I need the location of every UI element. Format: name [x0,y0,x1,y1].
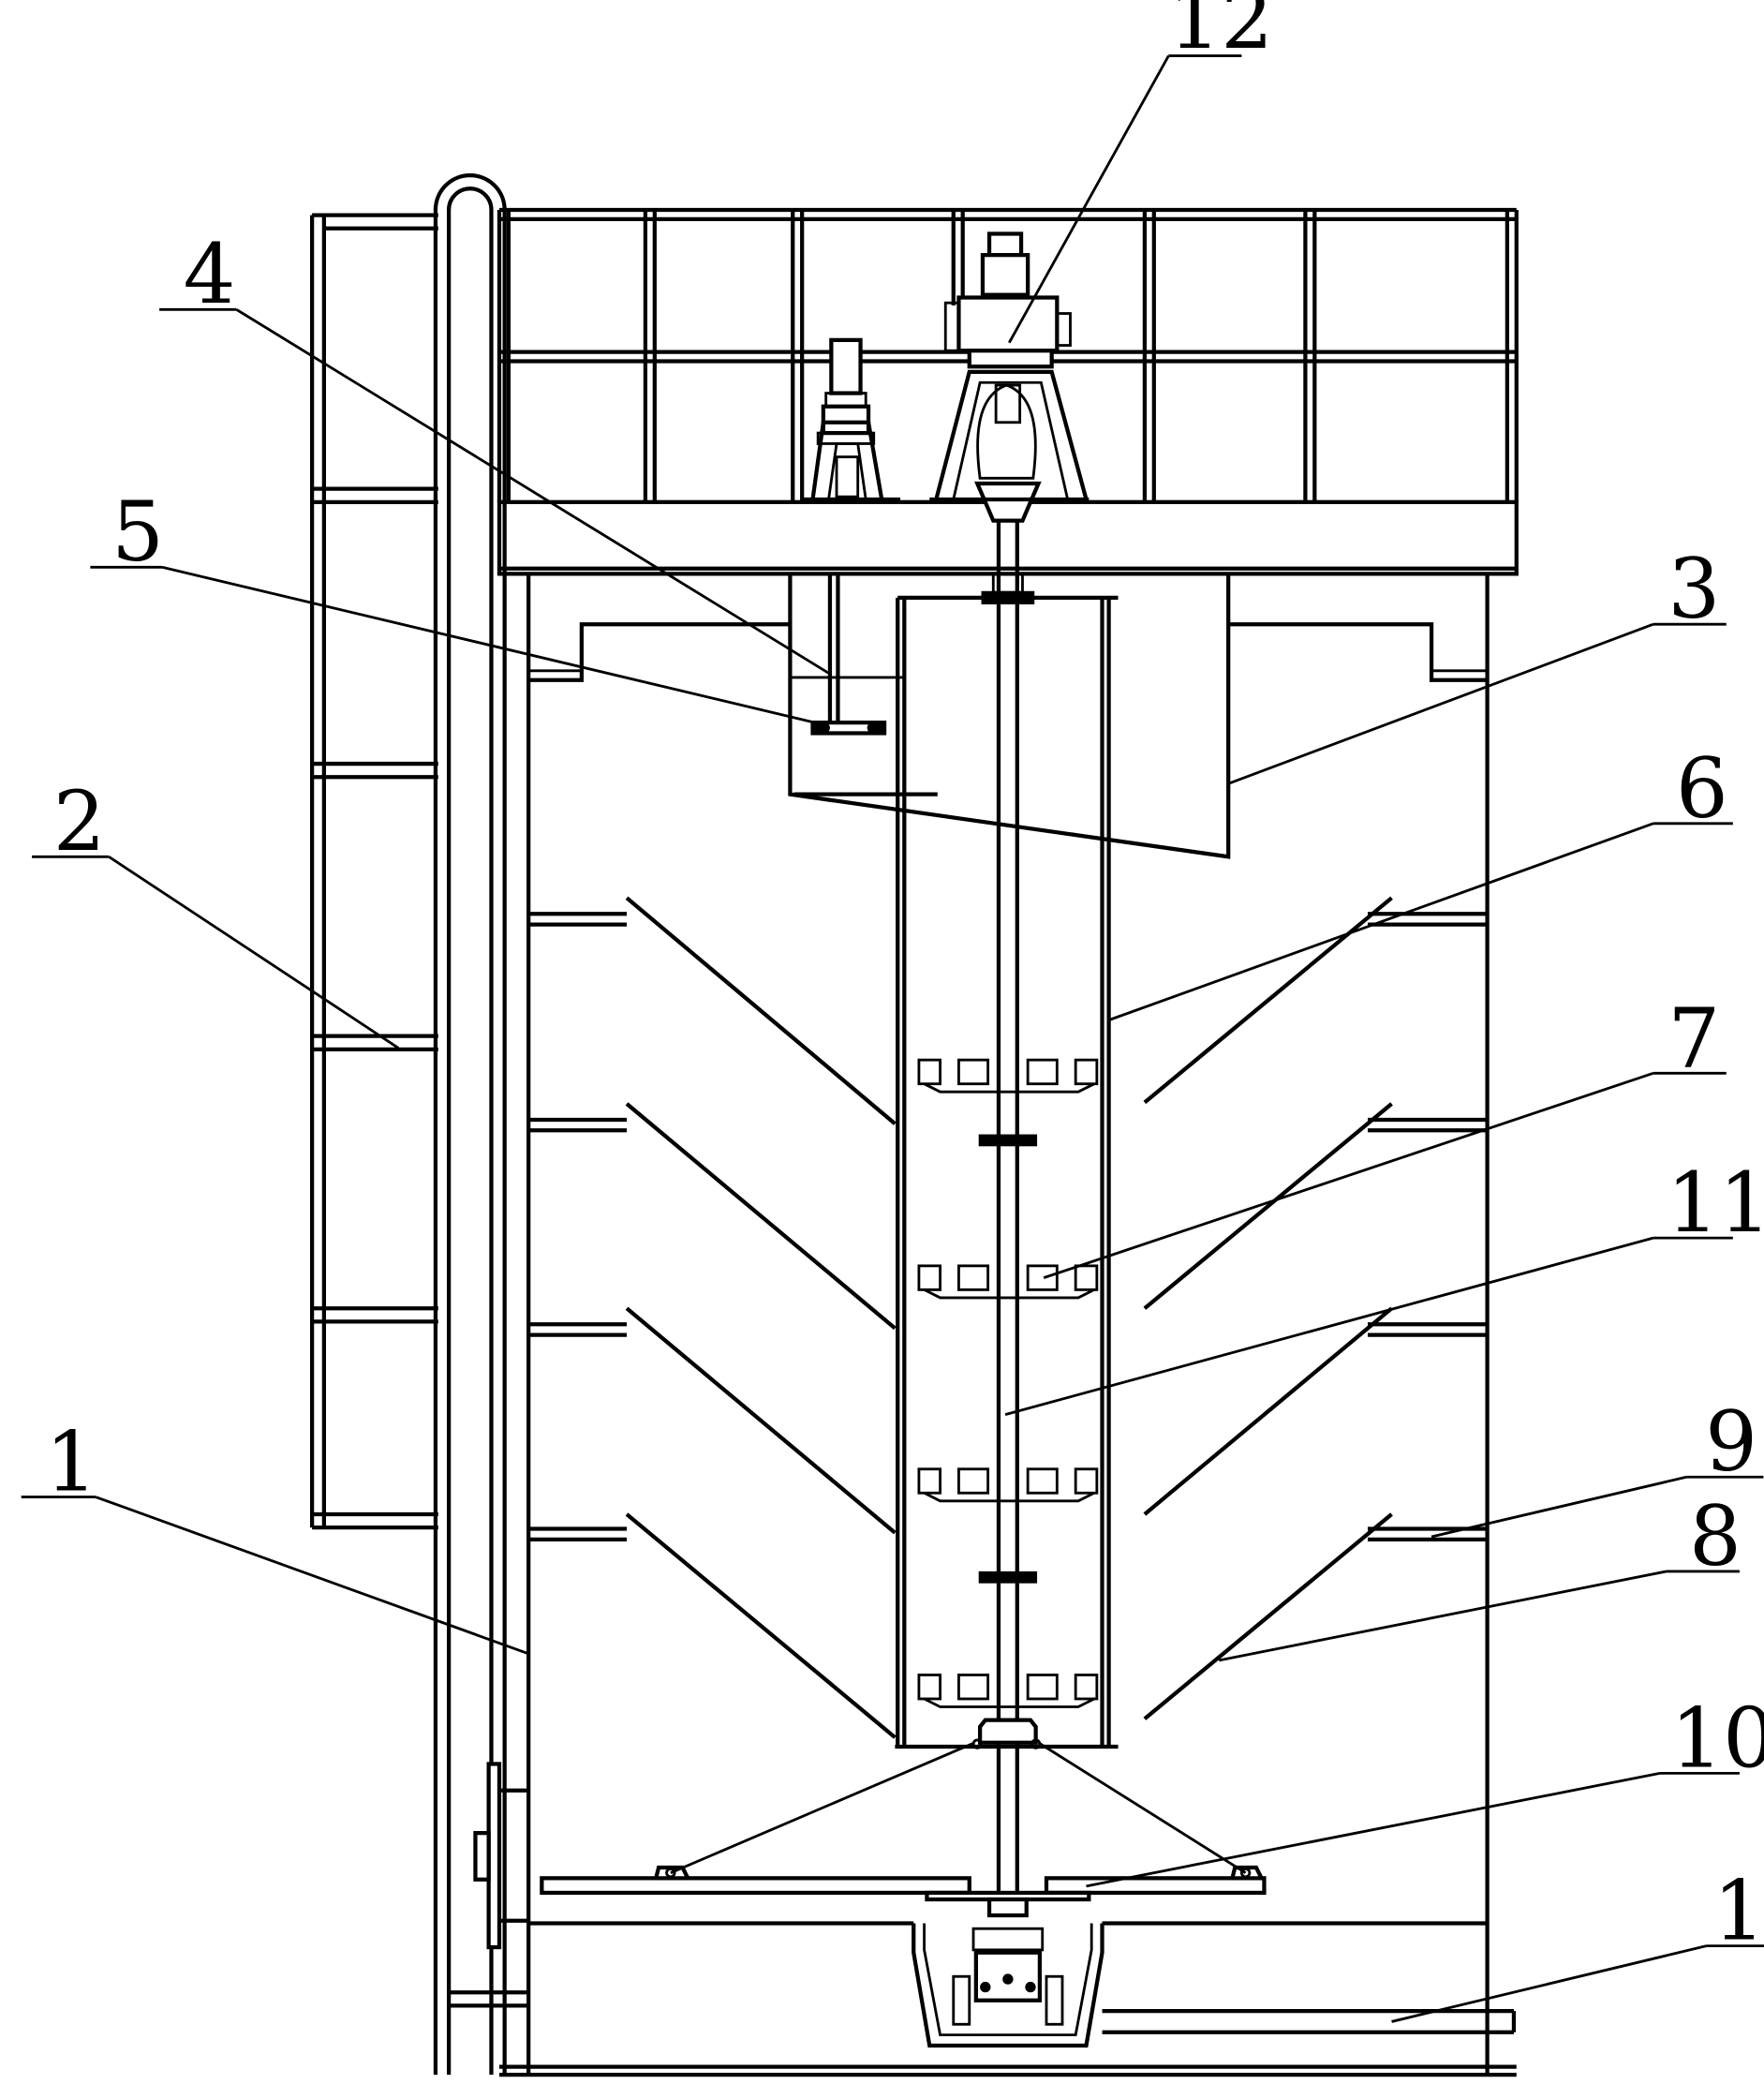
label-3: 3 [1668,541,1720,637]
label-10: 10 [1670,1690,1764,1786]
tank-body [498,573,1517,2077]
stirring-paddles [917,1058,1099,1708]
small-mixer [802,337,901,736]
label-7: 7 [1668,990,1720,1086]
inlet-flange [473,1762,529,1950]
flocculation-chamber [788,573,1231,859]
main-drive [929,231,1090,523]
leader-lines [21,54,1764,2023]
bottom-sump [912,1923,1104,2048]
central-drum [895,595,1119,1749]
label-8: 8 [1689,1488,1742,1585]
inlet-pipe [433,173,529,2076]
label-5: 5 [111,484,164,580]
part-labels: 12 4 5 3 2 6 7 11 9 1 8 10 13 [45,0,1764,1959]
label-9: 9 [1705,1393,1757,1490]
label-11: 11 [1667,1154,1764,1251]
label-6: 6 [1676,740,1728,837]
bottom-scraper [540,1738,1267,1918]
label-1: 1 [45,1413,97,1510]
label-13: 13 [1713,1863,1764,1959]
inclined-plates [528,896,1488,1739]
label-4: 4 [184,226,236,322]
label-12: 12 [1168,0,1273,67]
ladder-frame [309,213,438,1530]
main-shaft [977,520,1038,1913]
label-2: 2 [53,773,106,870]
